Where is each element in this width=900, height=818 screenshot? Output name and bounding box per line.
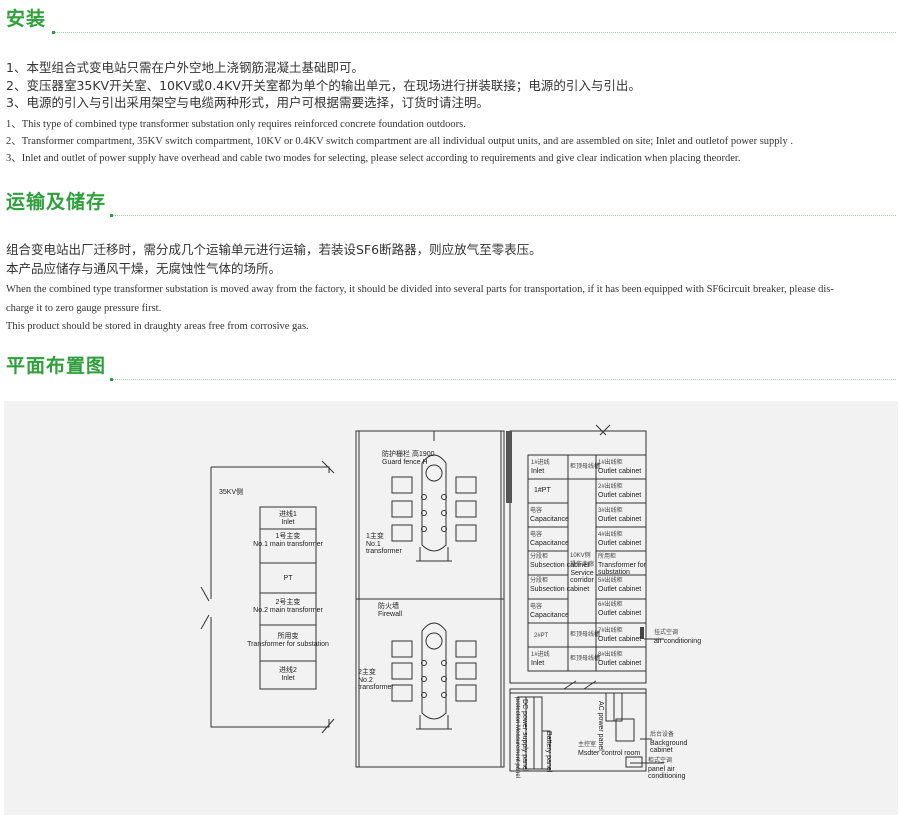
- divider-dot: [52, 31, 55, 34]
- transport-en-1: When the combined type transformer subst…: [6, 284, 834, 295]
- switchgear-block-10kv: [527, 454, 647, 672]
- cell-10kv-left-2: 1#PT: [534, 487, 551, 494]
- busbar-duct-3: 柜顶母线槽: [570, 656, 601, 662]
- install-cn-3: 3、电源的引入与引出采用架空与电缆两种形式，用户可根据需要选择，订货时请注明。: [6, 95, 489, 110]
- transport-en-3: This product should be stored in draught…: [6, 321, 309, 332]
- busbar-duct-2: 柜顶母线槽: [570, 632, 601, 638]
- install-en-2: 2、Transformer compartment, 35KV switch c…: [6, 136, 793, 147]
- transformer-2-symbol: [391, 622, 477, 730]
- section-divider: [112, 215, 896, 216]
- install-cn-2: 2、变压器室35KV开关室、10KV或0.4KV开关室都为单个的输出单元，在现场…: [6, 78, 641, 93]
- wall-35kv-bottom: [210, 617, 330, 728]
- control-room: [509, 688, 647, 772]
- label-10kv-side: 10KV侧: [570, 553, 591, 559]
- label-battery-panel: Battery panel: [545, 731, 552, 773]
- door-35kv-left: [200, 586, 210, 630]
- cell-10kv-left-8: 2#PT: [534, 633, 549, 639]
- transformer-room-2: [355, 598, 505, 768]
- section-divider: [54, 32, 896, 33]
- section-title-layout: 平面布置图: [6, 355, 107, 377]
- divider-dot: [110, 378, 113, 381]
- label-protection-panel: protection Measurement panel: [514, 697, 520, 779]
- label-35kv-side: 35KV侧: [219, 489, 244, 496]
- section-title-install: 安装: [6, 8, 47, 30]
- install-cn-1: 1、本型组合式变电站只需在户外空地上浇钢筋混凝土基础即可。: [6, 60, 364, 75]
- section-title-transport: 运输及储存: [6, 191, 107, 213]
- transport-cn-2: 本产品应储存与通风干燥，无腐蚀性气体的场所。: [6, 261, 282, 276]
- floor-plan-drawing: [200, 424, 664, 772]
- wall-35kv-top: [211, 466, 330, 473]
- door-35kv-top: [321, 460, 335, 474]
- switchgear-stack-35kv: [259, 506, 317, 690]
- unit-pt: PT: [283, 575, 293, 582]
- busbar-duct-1: 柜顶母线槽: [570, 464, 601, 470]
- label-dc-panel: DC power supply panel: [521, 699, 528, 772]
- transport-cn-1: 组合变电站出厂迁移时，需分成几个运输单元进行运输，若装设SF6断路器，则应放气至…: [6, 242, 542, 257]
- transformer-1-symbol: [391, 454, 477, 562]
- divider-dot: [110, 214, 113, 217]
- door-35kv-bottom: [321, 718, 335, 734]
- install-en-1: 1、This type of combined type transformer…: [6, 119, 466, 130]
- label-ac-panel: AC power panel: [597, 701, 604, 751]
- transport-en-2: charge it to zero gauge pressure first.: [6, 303, 162, 314]
- install-en-3: 3、Inlet and outlet of power supply have …: [6, 153, 741, 164]
- section-divider: [112, 379, 896, 380]
